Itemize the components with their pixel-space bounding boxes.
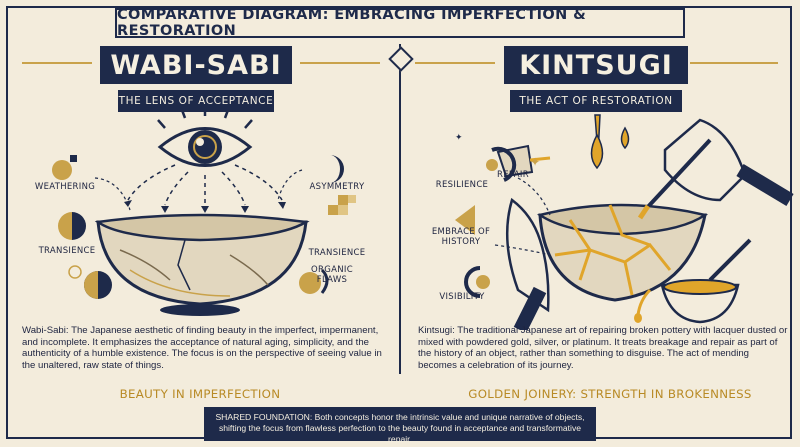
left-hand-icon	[505, 197, 550, 330]
kintsugi-description-text: The traditional Japanese art of repairin…	[418, 325, 788, 371]
wabi-sabi-heading: WABI-SABI	[100, 46, 292, 84]
wabi-sabi-heading-text: WABI-SABI	[110, 49, 282, 81]
right-hand-brush-icon	[637, 118, 794, 220]
organic-flaws-icon	[299, 268, 329, 294]
right-deco-line	[690, 62, 778, 64]
wabi-sabi-description-text: The Japanese aesthetic of finding beauty…	[22, 325, 382, 371]
kintsugi-heading-text: KINTSUGI	[519, 49, 673, 81]
transience-left-icon	[58, 212, 86, 240]
kintsugi-subheading: THE ACT OF RESTORATION	[510, 90, 682, 112]
moon-icon	[68, 265, 112, 299]
shared-foundation-footer: SHARED FOUNDATION: Both concepts honor t…	[204, 407, 596, 444]
kintsugi-bowl	[536, 203, 709, 323]
diagram-title: COMPARATIVE DIAGRAM: EMBRACING IMPERFECT…	[117, 7, 587, 39]
wabi-sabi-subheading-text: THE LENS OF ACCEPTANCE	[118, 95, 274, 107]
label-asymmetry: ASYMMETRY	[309, 182, 365, 192]
kintsugi-subheading-text: THE ACT OF RESTORATION	[519, 95, 673, 107]
label-organic-flaws: ORGANIC FLAWS	[311, 265, 353, 285]
connector-lines	[94, 169, 303, 211]
visibility-icon	[464, 266, 490, 298]
kintsugi-tagline: GOLDEN JOINERY: STRENGTH IN BROKENNESS	[468, 387, 752, 401]
gaze-lines	[127, 164, 283, 206]
kintsugi-illustration: ✦ ✦	[455, 114, 794, 330]
wabi-sabi-illustration	[52, 107, 356, 316]
center-divider	[399, 44, 401, 374]
wabi-sabi-subheading: THE LENS OF ACCEPTANCE	[118, 90, 274, 112]
footer-text: Both concepts honor the intrinsic value …	[218, 412, 585, 444]
footer-term: SHARED FOUNDATION:	[215, 412, 313, 422]
wabi-sabi-description: Wabi-Sabi: The Japanese aesthetic of fin…	[22, 325, 382, 371]
wabi-sabi-tagline: BEAUTY IN IMPERFECTION	[119, 387, 281, 401]
diagram-title-banner: COMPARATIVE DIAGRAM: EMBRACING IMPERFECT…	[115, 7, 685, 39]
label-transience-right: TRANSIENCE	[308, 248, 366, 258]
wabi-sabi-bowl	[94, 213, 310, 316]
left-deco-line	[22, 62, 92, 64]
label-weathering: WEATHERING	[34, 182, 96, 192]
kintsugi-heading: KINTSUGI	[504, 46, 688, 84]
kintsugi-term: Kintsugi:	[418, 325, 455, 336]
label-repair: REPAIR	[497, 170, 529, 180]
kintsugi-description: Kintsugi: The traditional Japanese art o…	[418, 325, 788, 371]
wabi-sabi-term: Wabi-Sabi:	[22, 325, 69, 336]
sparkle-icon: ✦	[530, 155, 540, 169]
label-transience-left: TRANSIENCE	[38, 246, 96, 256]
left-deco-line-right	[300, 62, 380, 64]
gold-drips-icon	[590, 114, 630, 170]
label-resilience: RESILIENCE	[435, 180, 489, 190]
sparkle-icon-small: ✦	[455, 133, 463, 143]
weathering-icon	[52, 155, 77, 180]
label-visibility: VISIBILITY	[439, 292, 485, 302]
eye-icon	[157, 107, 253, 167]
label-embrace-history: EMBRACE OF HISTORY	[431, 227, 491, 247]
asymmetry-icon	[330, 155, 344, 183]
history-icon	[455, 205, 475, 235]
shard-gold-line	[529, 156, 551, 162]
kintsugi-connector-lines	[494, 177, 551, 256]
resilience-icon	[486, 146, 517, 182]
gold-lacquer-bowl-icon	[660, 238, 752, 324]
pixel-squares-icon	[328, 195, 356, 215]
right-deco-line-left	[415, 62, 495, 64]
